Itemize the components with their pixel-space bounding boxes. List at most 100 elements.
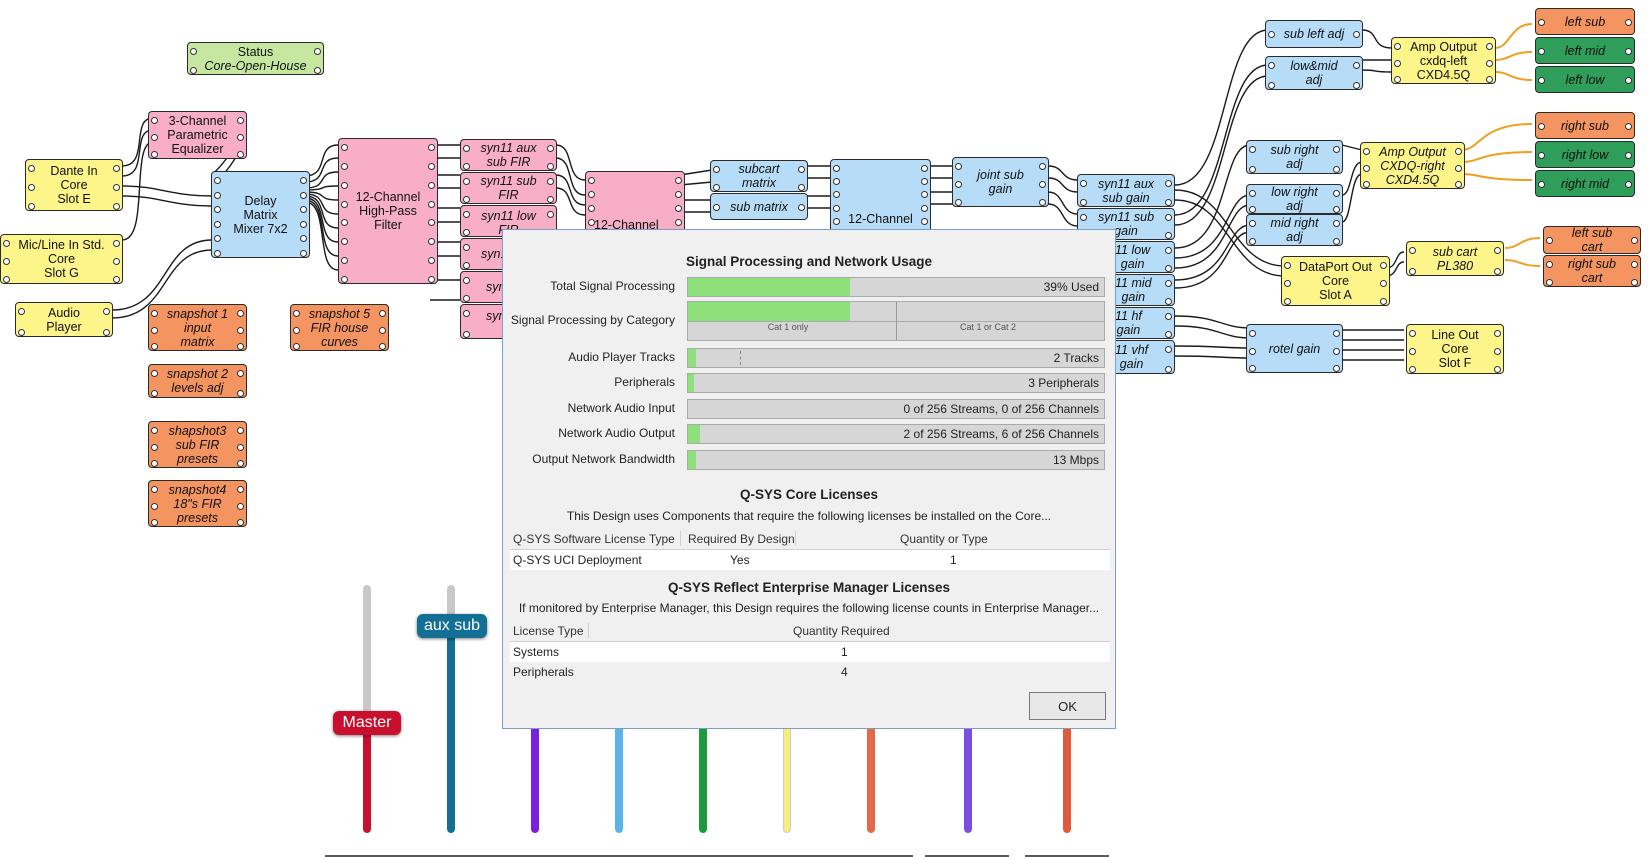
- port-pin[interactable]: [1268, 62, 1275, 69]
- amp-left-block[interactable]: Amp Output cxdq-left CXD4.5Q: [1391, 37, 1496, 84]
- master-fader-handle[interactable]: Master: [333, 711, 401, 735]
- port-pin[interactable]: [1625, 47, 1632, 55]
- port-pin[interactable]: [428, 219, 435, 227]
- port-pin[interactable]: [1363, 148, 1370, 155]
- snapshot1-block[interactable]: snapshot 1 input matrix: [148, 304, 247, 351]
- port-pin[interactable]: [214, 191, 221, 199]
- port-pin[interactable]: [1333, 190, 1340, 197]
- port-pin[interactable]: [214, 235, 221, 243]
- port-pin[interactable]: [675, 177, 682, 184]
- port-pin[interactable]: [379, 326, 386, 334]
- port-pin[interactable]: [1380, 298, 1387, 305]
- syn11-aux-sub-fir-block[interactable]: syn11 aux sub FIR: [460, 139, 557, 171]
- port-pin[interactable]: [713, 166, 720, 173]
- port-pin[interactable]: [1625, 151, 1632, 159]
- port-pin[interactable]: [1538, 122, 1545, 130]
- port-pin[interactable]: [28, 203, 35, 210]
- port-pin[interactable]: [463, 244, 470, 251]
- port-pin[interactable]: [1631, 261, 1638, 268]
- snapshot5-block[interactable]: snapshot 5 FIR house curves: [290, 304, 389, 351]
- port-pin[interactable]: [547, 196, 554, 203]
- port-pin[interactable]: [463, 229, 470, 236]
- port-pin[interactable]: [151, 443, 158, 451]
- port-pin[interactable]: [463, 196, 470, 203]
- port-pin[interactable]: [1333, 238, 1340, 245]
- port-pin[interactable]: [293, 310, 300, 317]
- mid-right-adj-block[interactable]: mid right adj: [1246, 214, 1343, 246]
- port-pin[interactable]: [1165, 298, 1172, 305]
- syn11-aux-sub-gain-block[interactable]: syn11 aux sub gain: [1077, 174, 1175, 207]
- port-pin[interactable]: [1486, 76, 1493, 83]
- subcart-matrix-block[interactable]: subcart matrix: [710, 160, 808, 192]
- port-pin[interactable]: [1538, 18, 1545, 26]
- port-pin[interactable]: [588, 177, 595, 184]
- port-pin[interactable]: [1486, 59, 1493, 67]
- port-pin[interactable]: [113, 240, 120, 247]
- port-pin[interactable]: [588, 191, 595, 198]
- port-pin[interactable]: [1409, 330, 1416, 337]
- port-pin[interactable]: [1268, 31, 1275, 38]
- port-pin[interactable]: [1333, 166, 1340, 173]
- lowmid-adj-block[interactable]: low&mid adj: [1265, 56, 1363, 90]
- port-pin[interactable]: [113, 258, 120, 265]
- port-pin[interactable]: [955, 199, 962, 206]
- port-pin[interactable]: [1333, 330, 1340, 337]
- port-pin[interactable]: [1165, 199, 1172, 206]
- port-pin[interactable]: [300, 191, 307, 199]
- port-pin[interactable]: [713, 203, 720, 211]
- port-pin[interactable]: [314, 67, 321, 74]
- port-pin[interactable]: [1353, 31, 1360, 38]
- port-pin[interactable]: [428, 276, 435, 283]
- port-pin[interactable]: [921, 191, 928, 199]
- port-pin[interactable]: [1494, 348, 1501, 355]
- port-pin[interactable]: [28, 165, 35, 172]
- port-pin[interactable]: [713, 184, 720, 191]
- fader-8-level[interactable]: [964, 725, 972, 833]
- port-pin[interactable]: [237, 390, 244, 397]
- sub-right-adj-block[interactable]: sub right adj: [1246, 140, 1343, 174]
- sub-cart-block[interactable]: sub cart PL380: [1406, 241, 1504, 276]
- port-pin[interactable]: [833, 165, 840, 172]
- port-pin[interactable]: [1249, 365, 1256, 372]
- port-pin[interactable]: [921, 204, 928, 212]
- port-pin[interactable]: [1494, 247, 1501, 254]
- port-pin[interactable]: [1249, 166, 1256, 173]
- port-pin[interactable]: [921, 217, 928, 225]
- port-pin[interactable]: [1165, 331, 1172, 338]
- port-pin[interactable]: [1268, 82, 1275, 89]
- left-low-block[interactable]: left low: [1535, 66, 1635, 93]
- port-pin[interactable]: [151, 486, 158, 493]
- master-fader-level[interactable]: [363, 720, 371, 833]
- port-pin[interactable]: [1455, 148, 1462, 155]
- port-pin[interactable]: [293, 326, 300, 334]
- port-pin[interactable]: [1165, 214, 1172, 221]
- port-pin[interactable]: [463, 262, 470, 269]
- joint-sub-gain-block[interactable]: joint sub gain: [952, 157, 1049, 207]
- port-pin[interactable]: [237, 117, 244, 124]
- port-pin[interactable]: [113, 203, 120, 210]
- port-pin[interactable]: [1625, 76, 1632, 84]
- port-pin[interactable]: [1333, 365, 1340, 372]
- port-pin[interactable]: [237, 134, 244, 141]
- port-pin[interactable]: [428, 257, 435, 265]
- port-pin[interactable]: [190, 67, 197, 74]
- snapshot3-block[interactable]: shapshot3 sub FIR presets: [148, 421, 247, 468]
- port-pin[interactable]: [237, 326, 244, 334]
- right-low-block[interactable]: right low: [1535, 141, 1635, 168]
- port-pin[interactable]: [300, 177, 307, 184]
- port-pin[interactable]: [1165, 280, 1172, 287]
- fader-7-level[interactable]: [867, 725, 875, 833]
- port-pin[interactable]: [428, 200, 435, 208]
- port-pin[interactable]: [1486, 43, 1493, 50]
- port-pin[interactable]: [379, 310, 386, 317]
- port-pin[interactable]: [113, 165, 120, 172]
- port-pin[interactable]: [237, 427, 244, 434]
- port-pin[interactable]: [833, 217, 840, 225]
- port-pin[interactable]: [798, 166, 805, 173]
- port-pin[interactable]: [237, 443, 244, 451]
- port-pin[interactable]: [214, 177, 221, 184]
- port-pin[interactable]: [1165, 247, 1172, 254]
- fader-5-level[interactable]: [699, 725, 707, 833]
- port-pin[interactable]: [588, 205, 595, 212]
- port-pin[interactable]: [237, 460, 244, 467]
